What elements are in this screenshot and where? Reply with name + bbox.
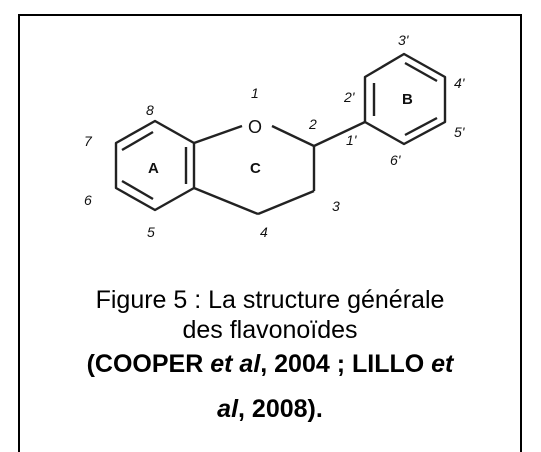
- ring-b-bonds: [363, 52, 447, 146]
- bond-c8a-o1: [193, 124, 243, 145]
- figure-caption-line-1: Figure 5 : La structure générale: [95, 286, 445, 314]
- position-5: 5: [147, 224, 155, 240]
- position-2: 2: [308, 116, 317, 132]
- position-5-prime: 5': [454, 124, 466, 140]
- citation-et: et: [431, 350, 454, 378]
- ring-b-double-bond: [404, 61, 438, 83]
- oxygen-atom: O: [248, 117, 262, 137]
- bond-c4-c4a: [193, 186, 259, 216]
- position-1: 1: [251, 85, 259, 101]
- citation-middle: , 2004 ; LILLO: [260, 350, 432, 378]
- citation-line-1: (COOPER et al, 2004 ; LILLO et: [20, 347, 520, 381]
- position-2-prime: 2': [343, 89, 356, 105]
- figure-caption-line-2: des flavonoïdes: [182, 316, 358, 344]
- bond-c3-c4: [257, 189, 315, 216]
- position-4: 4: [260, 224, 268, 240]
- position-3-prime: 3': [398, 32, 410, 48]
- position-4-prime: 4': [454, 75, 466, 91]
- position-6-prime: 6': [390, 152, 402, 168]
- ring-a-label: A: [148, 160, 159, 177]
- ring-a-double-bond: [121, 130, 154, 152]
- citation-et-al-1: et al: [210, 350, 261, 378]
- figure-frame: [18, 14, 522, 452]
- bond-c2-c1p: [313, 120, 366, 148]
- ring-b-double-bond: [404, 116, 438, 137]
- citation-open: (COOPER: [86, 350, 211, 378]
- citation-line-2: al, 2008).: [20, 392, 520, 426]
- ring-c-label: C: [250, 160, 261, 177]
- bond-o1-c2: [271, 124, 315, 148]
- citation-al: al: [217, 395, 239, 423]
- position-7: 7: [84, 133, 93, 149]
- ring-a-double-bond: [121, 179, 154, 201]
- position-1-prime: 1': [346, 132, 358, 148]
- position-6: 6: [84, 192, 92, 208]
- citation-close: , 2008).: [238, 395, 323, 423]
- ring-b-label: B: [402, 91, 413, 108]
- flavonoid-structure-diagram: O 1 2 3 4 5 6 7 8 1' 2' 3' 4' 5' 6' A B …: [84, 32, 466, 240]
- position-8: 8: [146, 102, 154, 118]
- position-3: 3: [332, 198, 340, 214]
